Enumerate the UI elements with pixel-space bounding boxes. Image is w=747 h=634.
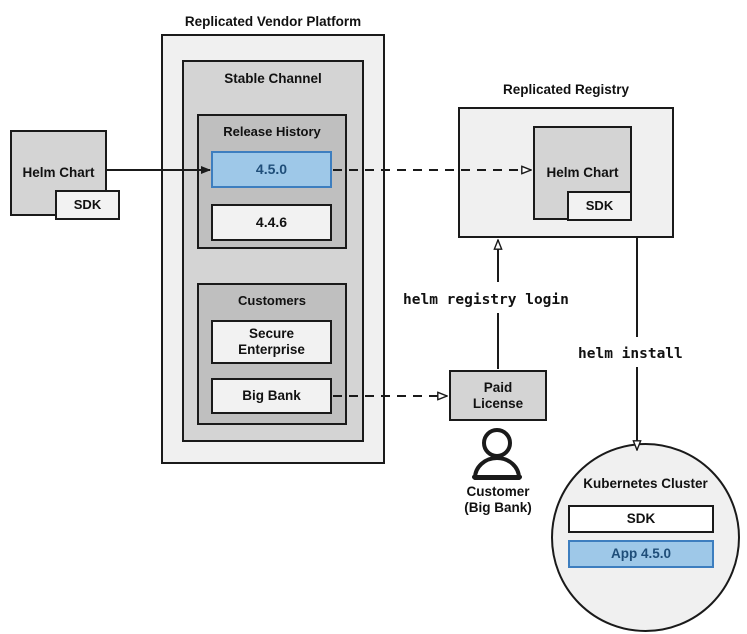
- sdk-cluster[interactable]: SDK: [568, 505, 714, 533]
- paid-license-box[interactable]: Paid License: [449, 370, 547, 421]
- paid-license-line-1: Paid: [483, 379, 513, 395]
- helm-registry-login-command: helm registry login: [403, 292, 569, 308]
- replicated-registry-title: Replicated Registry: [502, 82, 630, 97]
- release-history-label: Release History: [223, 124, 321, 139]
- secure-enterprise-line-1: Secure: [248, 326, 295, 342]
- customer-person-icon: [472, 428, 522, 480]
- sdk-left-label: SDK: [73, 196, 102, 212]
- sdk-left[interactable]: SDK: [55, 190, 120, 220]
- app-cluster-label: App 4.5.0: [610, 546, 672, 562]
- release-4-4-6-label: 4.4.6: [255, 214, 288, 231]
- customer-person-line-2: (Big Bank): [464, 500, 532, 516]
- release-4-4-6[interactable]: 4.4.6: [211, 204, 332, 241]
- stable-channel-label: Stable Channel: [224, 71, 322, 86]
- vendor-platform-title: Replicated Vendor Platform: [184, 14, 362, 29]
- sdk-cluster-label: SDK: [626, 511, 656, 527]
- sdk-registry-label: SDK: [585, 197, 614, 213]
- helm-chart-registry-label: Helm Chart: [546, 165, 619, 181]
- customers-label: Customers: [238, 293, 306, 308]
- customer-person-label: Customer (Big Bank): [438, 484, 558, 516]
- release-4-5-0[interactable]: 4.5.0: [211, 151, 332, 188]
- customer-person-line-1: Customer: [466, 484, 530, 499]
- kubernetes-cluster-circle: [551, 443, 740, 632]
- paid-license-line-2: License: [472, 395, 524, 411]
- sdk-registry[interactable]: SDK: [567, 191, 632, 221]
- helm-chart-left-label: Helm Chart: [22, 165, 95, 181]
- kubernetes-cluster-label: Kubernetes Cluster: [583, 476, 708, 491]
- customer-secure-enterprise[interactable]: Secure Enterprise: [211, 320, 332, 364]
- app-cluster[interactable]: App 4.5.0: [568, 540, 714, 568]
- release-4-5-0-label: 4.5.0: [255, 161, 288, 178]
- helm-install-command: helm install: [578, 346, 683, 362]
- customer-big-bank[interactable]: Big Bank: [211, 378, 332, 414]
- big-bank-label: Big Bank: [242, 388, 301, 404]
- secure-enterprise-line-2: Enterprise: [238, 342, 305, 357]
